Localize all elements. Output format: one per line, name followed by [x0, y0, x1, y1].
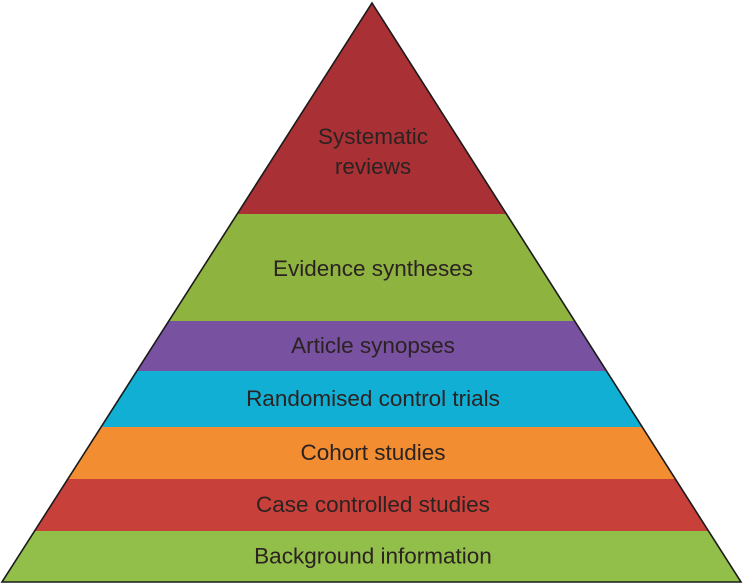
pyramid-band-article-synopses — [136, 321, 607, 371]
pyramid-label-line: reviews — [335, 154, 411, 179]
pyramid-band-background-information — [2, 531, 741, 582]
pyramid-label-line: Cohort studies — [300, 440, 445, 465]
pyramid-label-line: Case controlled studies — [256, 492, 490, 517]
pyramid-label-line: Article synopses — [291, 333, 455, 358]
pyramid-label-background-information: Background information — [254, 544, 492, 569]
pyramid-band-randomised-control-trials — [101, 371, 643, 427]
pyramid-band-cohort-studies — [67, 427, 676, 479]
pyramid-label-randomised-control-trials: Randomised control trials — [246, 386, 500, 411]
pyramid-label-line: Evidence syntheses — [273, 256, 473, 281]
pyramid-band-evidence-syntheses — [168, 214, 575, 321]
pyramid-label-line: Randomised control trials — [246, 386, 500, 411]
pyramid-label-line: Background information — [254, 544, 492, 569]
pyramid-label-systematic-reviews: Systematic reviews — [318, 124, 428, 179]
pyramid-bands — [2, 3, 741, 582]
pyramid-label-case-controlled-studies: Case controlled studies — [256, 492, 490, 517]
pyramid-label-article-synopses: Article synopses — [291, 333, 455, 358]
pyramid-label-line: Systematic — [318, 124, 428, 149]
pyramid-label-evidence-syntheses: Evidence syntheses — [273, 256, 473, 281]
pyramid-band-systematic-reviews — [237, 3, 507, 214]
pyramid-label-cohort-studies: Cohort studies — [300, 440, 445, 465]
pyramid-band-case-controlled-studies — [34, 479, 709, 531]
